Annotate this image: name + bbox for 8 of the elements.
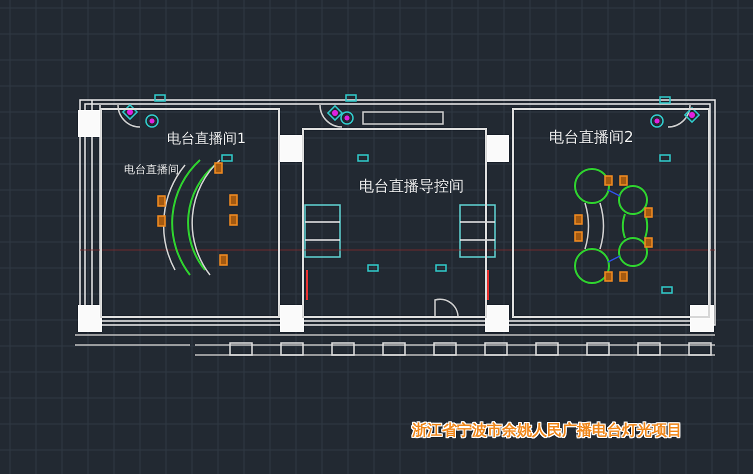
room-name: 电台直播导控间 [359,177,464,196]
room-outline [512,108,710,318]
room-outline [302,128,487,318]
caption: 浙江省宁波市余姚人民广播电台灯光项目 [412,421,682,440]
room-name: 电台直播间2 [549,128,634,147]
room-name: 电台直播间1 [167,130,246,148]
room-outline [100,108,280,318]
room-note: 电台直播间 [124,162,179,177]
